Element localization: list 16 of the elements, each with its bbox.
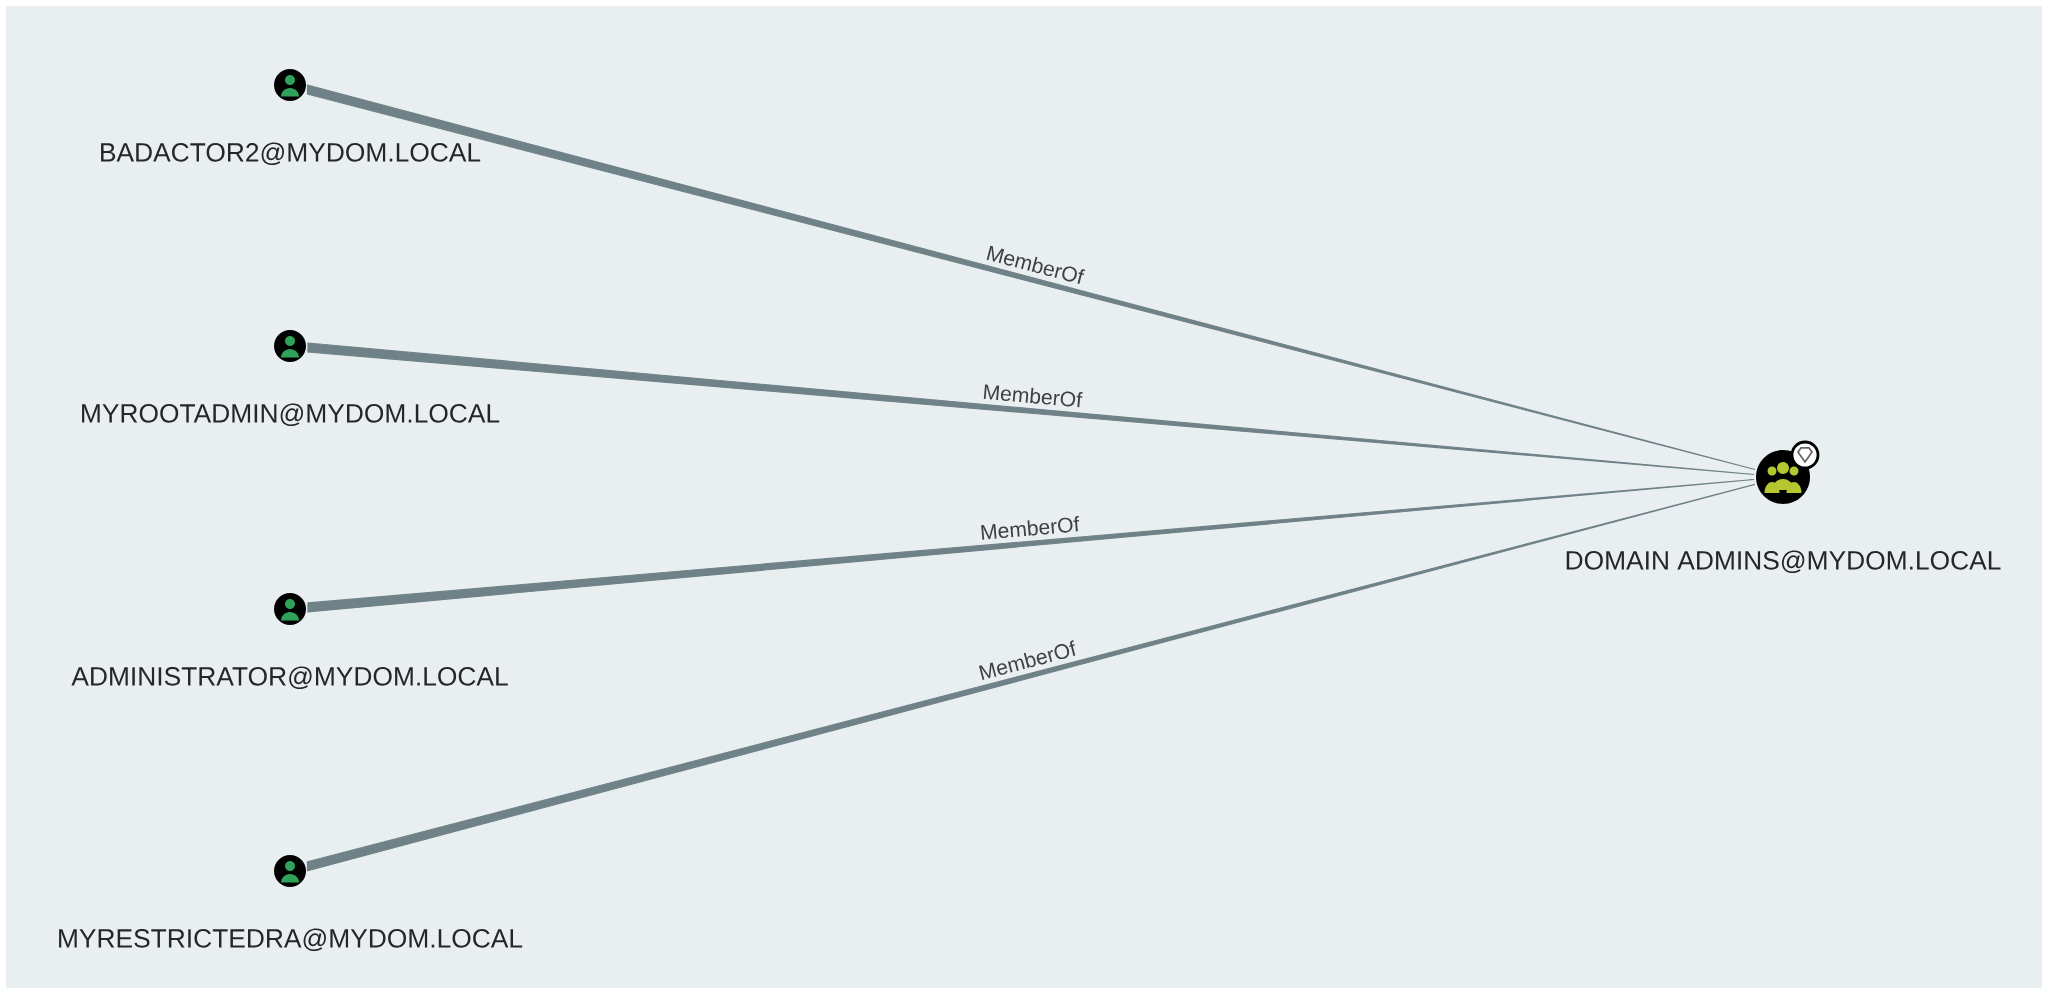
edge-line [306, 483, 1756, 872]
user-node: MYROOTADMIN@MYDOM.LOCAL [82, 330, 500, 427]
node-label: DOMAIN ADMINS@MYDOM.LOCAL [1566, 550, 2001, 574]
edge-label: MemberOf [978, 379, 1087, 412]
user-node: MYRESTRICTEDRA@MYDOM.LOCAL [59, 855, 523, 952]
node-label: MYRESTRICTEDRA@MYDOM.LOCAL [59, 928, 523, 952]
edge-line [307, 342, 1755, 475]
edge-label: MemberOf [975, 512, 1084, 544]
group-node: DOMAIN ADMINS@MYDOM.LOCAL [1566, 440, 2001, 574]
node-label: BADACTOR2@MYDOM.LOCAL [101, 142, 481, 166]
node-label: MYROOTADMIN@MYDOM.LOCAL [82, 403, 500, 427]
edge-line [306, 84, 1756, 471]
edge-line [307, 479, 1755, 613]
node-label: ADMINISTRATOR@MYDOM.LOCAL [71, 666, 508, 690]
user-node: ADMINISTRATOR@MYDOM.LOCAL [71, 593, 508, 690]
user-node: BADACTOR2@MYDOM.LOCAL [101, 69, 481, 166]
